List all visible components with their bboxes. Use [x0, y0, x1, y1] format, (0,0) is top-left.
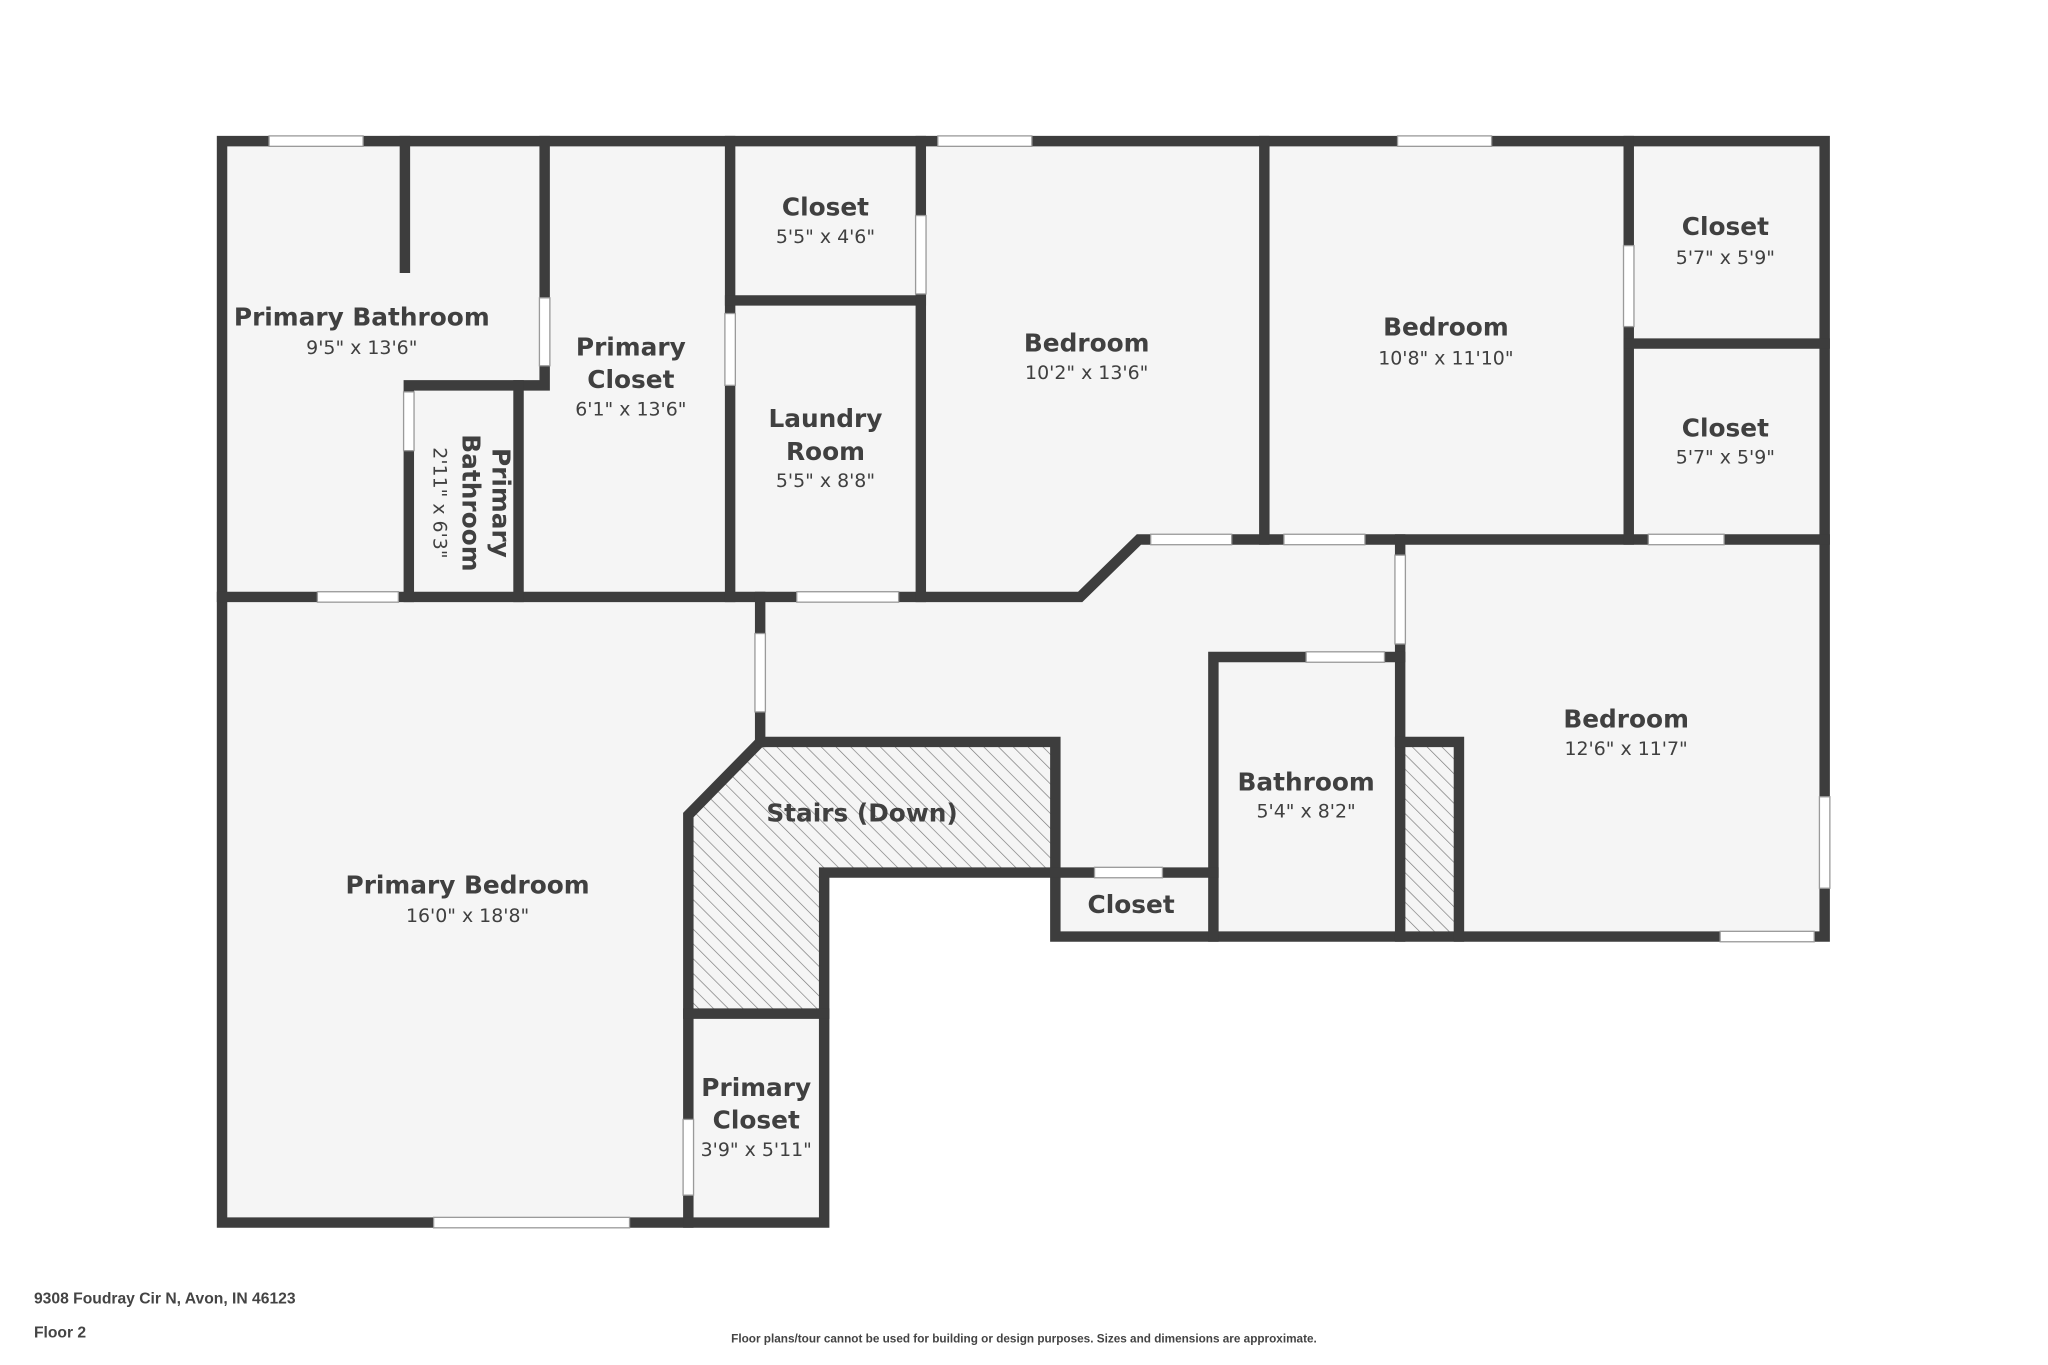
address: 9308 Foudray Cir N, Avon, IN 46123	[34, 1291, 296, 1308]
room-labels: Primary Bathroom 9'5" x 13'6" Primary Ba…	[234, 193, 1775, 1161]
room-dimensions: 12'6" x 11'7"	[1564, 738, 1687, 760]
disclaimer: Floor plans/tour cannot be used for buil…	[731, 1333, 1317, 1346]
room-dimensions: 5'5" x 4'6"	[776, 226, 875, 248]
room-dimensions: 10'2" x 13'6"	[1025, 362, 1148, 384]
room-name: Closet	[1682, 413, 1769, 442]
room-dimensions: 10'8" x 11'10"	[1378, 347, 1513, 369]
room-dimensions: 16'0" x 18'8"	[406, 905, 529, 927]
room-name: Closet	[1682, 212, 1769, 241]
room-name: Primary Bathroom	[234, 302, 490, 331]
openings	[268, 135, 1831, 1229]
room-dimensions: 3'9" x 5'11"	[701, 1139, 812, 1161]
floor-area	[222, 141, 1825, 1223]
room-name: Primary	[486, 448, 515, 558]
room-dimensions: 6'1" x 13'6"	[575, 398, 686, 420]
room-name: Bedroom	[1024, 328, 1150, 357]
room-name: Room	[786, 437, 865, 466]
room-name: Bedroom	[1563, 705, 1689, 734]
room-dimensions: 5'7" x 5'9"	[1676, 447, 1775, 469]
room-dimensions: 9'5" x 13'6"	[306, 337, 417, 359]
room-name: Primary	[701, 1073, 811, 1102]
room-name: Bedroom	[1383, 313, 1509, 342]
room-name: Closet	[782, 193, 869, 222]
room-name: Bathroom	[1237, 767, 1374, 796]
room-dimensions: 2'11" x 6'3"	[429, 447, 451, 558]
room-dimensions: 5'4" x 8'2"	[1257, 801, 1356, 823]
stairs-hatch-small	[1400, 741, 1459, 937]
room-name: Primary	[576, 332, 686, 361]
room-name: Closet	[1088, 890, 1175, 919]
stairs-hatch	[688, 741, 1056, 1014]
room-name: Bathroom	[456, 434, 485, 571]
room-name: Laundry	[768, 404, 882, 433]
room-dimensions: 5'7" x 5'9"	[1676, 247, 1775, 269]
room-name: Primary Bedroom	[346, 870, 590, 899]
room-name: Closet	[713, 1106, 800, 1135]
room-name: Closet	[587, 365, 674, 394]
floor-label: Floor 2	[34, 1325, 86, 1342]
room-dimensions: 5'5" x 8'8"	[776, 470, 875, 492]
room-name: Stairs (Down)	[766, 799, 957, 828]
